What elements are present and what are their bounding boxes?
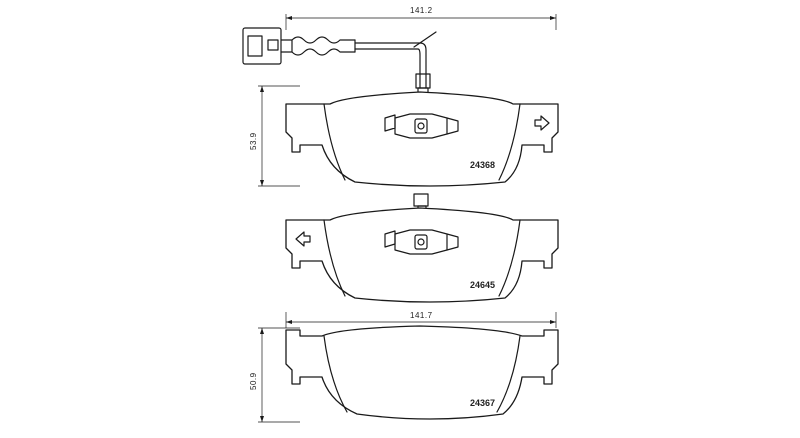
dimension-width-top-label: 141.2: [410, 6, 433, 15]
shim-clip-icon: [384, 113, 459, 139]
part-number-bottom: 24367: [470, 398, 495, 408]
part-number-top: 24368: [470, 160, 495, 170]
arrow-icon: [534, 115, 550, 131]
shim-clip-icon: [384, 229, 459, 255]
dimension-height-top: 53.9: [249, 85, 300, 187]
brake-pad-top: 24368: [285, 91, 559, 187]
dimension-width-bottom-label: 141.7: [410, 311, 433, 320]
dimension-height-top-label: 53.9: [249, 132, 258, 150]
arrow-icon: [295, 231, 311, 247]
wear-sensor: [242, 27, 437, 109]
brake-pad-middle: 24645: [285, 193, 559, 303]
dimension-height-bottom-label: 50.9: [249, 372, 258, 390]
brake-pad-bottom: 24367: [285, 325, 559, 420]
part-number-middle: 24645: [470, 280, 495, 290]
sensor-connector-icon: [242, 27, 293, 65]
dimension-width-bottom: 141.7: [285, 311, 557, 328]
dimension-width-top: 141.2: [285, 6, 557, 30]
dimension-height-bottom: 50.9: [249, 327, 300, 423]
